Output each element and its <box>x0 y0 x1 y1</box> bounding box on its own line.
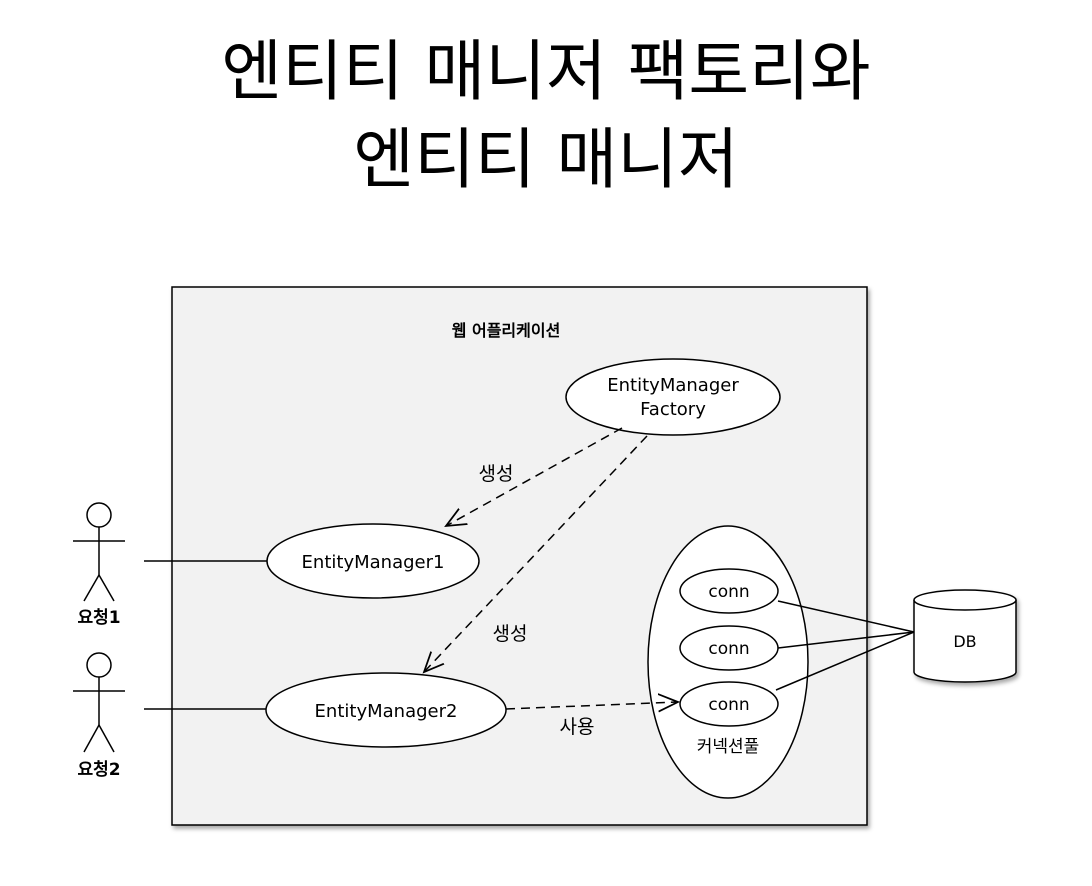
create-label-1: 생성 <box>479 463 514 485</box>
create-label-2: 생성 <box>493 623 528 645</box>
actor-2-icon <box>73 652 125 753</box>
connection-3-label: conn <box>708 695 749 715</box>
entity-manager-1-label: EntityManager1 <box>302 552 445 573</box>
database-cylinder <box>913 589 1017 683</box>
actor-1-label: 요청1 <box>77 607 120 628</box>
entity-manager-2-label: EntityManager2 <box>315 701 458 722</box>
slide-title: 엔티티 매니저 팩토리와 엔티티 매니저 <box>0 28 1092 204</box>
title-line-1: 엔티티 매니저 팩토리와 <box>221 33 871 110</box>
conn1-db-line <box>777 600 915 633</box>
conn3-db-line <box>775 631 915 691</box>
connection-1 <box>679 568 779 614</box>
conn2-db-line <box>777 631 915 649</box>
connection-1-label: conn <box>708 582 749 602</box>
use-label: 사용 <box>560 716 595 738</box>
actor-1-icon <box>73 502 125 602</box>
database-label: DB <box>953 632 976 651</box>
actor-2-label: 요청2 <box>77 759 120 780</box>
web-application-label: 웹 어플리케이션 <box>452 321 561 340</box>
entity-manager-factory <box>565 358 781 436</box>
title-line-2: 엔티티 매니저 <box>353 121 739 198</box>
connection-2-label: conn <box>708 639 749 659</box>
entity-manager-factory-line2: Factory <box>640 399 706 420</box>
create-arrow-2 <box>424 435 648 672</box>
create-arrow-1 <box>446 427 623 526</box>
use-arrow <box>505 702 678 709</box>
entity-manager-factory-line1: EntityManager <box>607 375 739 396</box>
connection-pool-label: 커넥션풀 <box>697 737 760 757</box>
entity-manager-2 <box>265 672 507 748</box>
